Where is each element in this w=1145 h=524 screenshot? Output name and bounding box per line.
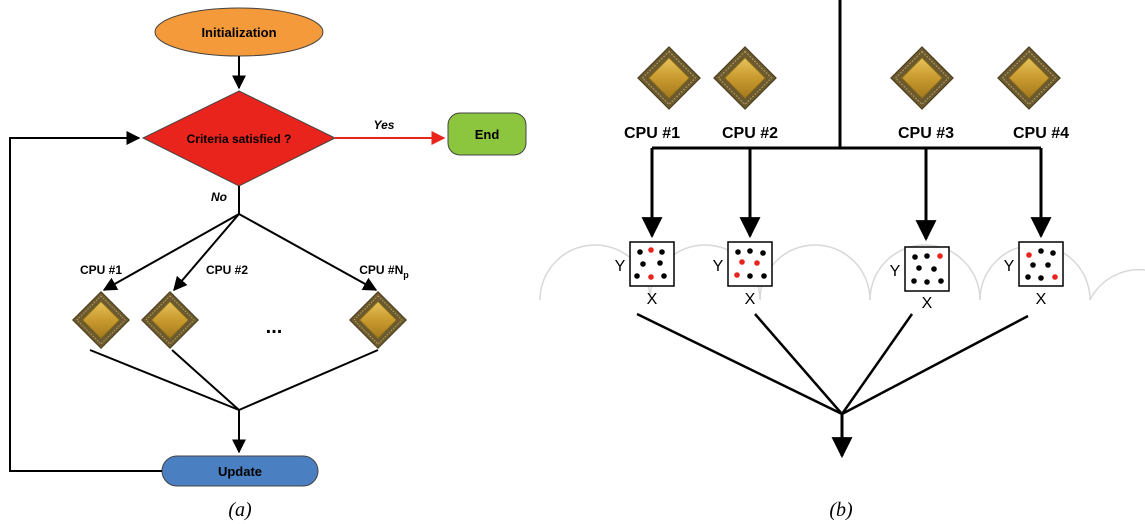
criteria-label: Criteria satisfied ? — [187, 132, 292, 146]
cpu2-label-b: CPU #2 — [722, 125, 778, 142]
no-label: No — [211, 190, 227, 204]
cpu1-label-b: CPU #1 — [624, 125, 680, 142]
cpu-chip-icon — [997, 46, 1061, 110]
cpu-chip-icon — [890, 46, 954, 110]
init-label: Initialization — [201, 25, 276, 40]
ellipsis: ... — [266, 316, 283, 338]
end-label: End — [475, 127, 500, 142]
merge-line-b4 — [841, 314, 1029, 416]
merge-line-b1 — [636, 312, 843, 416]
y-label-2: Y — [713, 258, 724, 275]
yes-label: Yes — [374, 118, 395, 132]
x-label-3: X — [922, 295, 933, 312]
caption-a: (a) — [228, 499, 252, 521]
merge-line-2 — [171, 349, 240, 411]
end-node — [447, 112, 527, 156]
feedback-loop — [9, 131, 162, 472]
arrow-to-cpu2 — [173, 213, 240, 292]
merge-line-b3 — [840, 313, 914, 415]
x-label-2: X — [745, 291, 756, 308]
cpu2-label-a: CPU #2 — [206, 263, 248, 277]
update-label: Update — [218, 464, 262, 479]
cpu3-label-b: CPU #3 — [898, 125, 954, 142]
cpu-chip-icon — [637, 46, 701, 110]
y-label-1: Y — [615, 258, 626, 275]
cpu1-label-a: CPU #1 — [80, 263, 122, 277]
panel-b: CPU #1 CPU #2 CPU #3 CPU #4 — [615, 0, 1069, 521]
merge-line-3 — [238, 349, 379, 411]
x-label-4: X — [1036, 291, 1047, 308]
arrow-to-cpu1 — [102, 213, 240, 291]
merge-line-1 — [89, 349, 240, 411]
merge-line-b2 — [754, 313, 843, 415]
cpu-chip-icon — [141, 291, 199, 349]
y-label-3: Y — [890, 263, 901, 280]
cpu-chip-icon — [349, 291, 407, 349]
cpu-chip-icon — [713, 46, 777, 110]
cpu4-label-b: CPU #4 — [1013, 125, 1069, 142]
x-label-1: X — [647, 291, 658, 308]
plot-box-2 — [727, 241, 773, 287]
caption-b: (b) — [829, 499, 853, 521]
panel-a: Initialization Criteria satisfied ? Yes … — [9, 7, 527, 521]
y-label-4: Y — [1004, 258, 1015, 275]
plot-box-3 — [904, 246, 950, 292]
cpun-label-a: CPU #Np — [359, 263, 409, 280]
plot-box-4 — [1018, 241, 1064, 287]
arrow-to-cpun — [238, 213, 378, 291]
cpu-chip-icon — [72, 291, 130, 349]
plot-box-1 — [629, 241, 675, 287]
